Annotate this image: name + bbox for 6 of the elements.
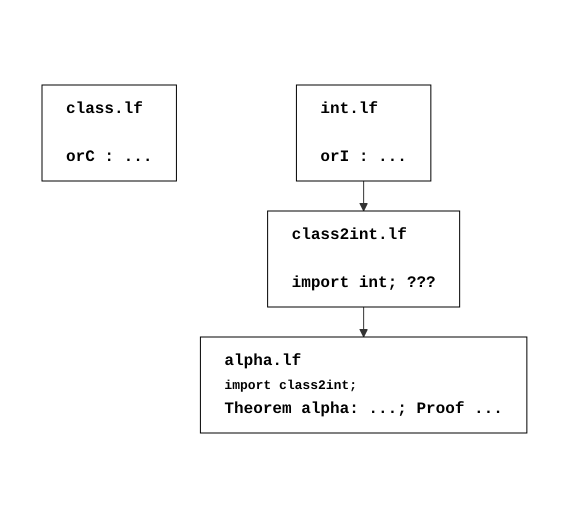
- arrow: [359, 180, 368, 212]
- node-box: alpha.lf import class2int; Theorem alpha: ...; Proof ...: [200, 336, 528, 434]
- arrow: [359, 306, 368, 338]
- node-box: class.lf orC : ...: [42, 84, 177, 182]
- node-box: int.lf orI : ...: [296, 84, 432, 182]
- node-box: class2int.lf import int; ???: [267, 210, 460, 308]
